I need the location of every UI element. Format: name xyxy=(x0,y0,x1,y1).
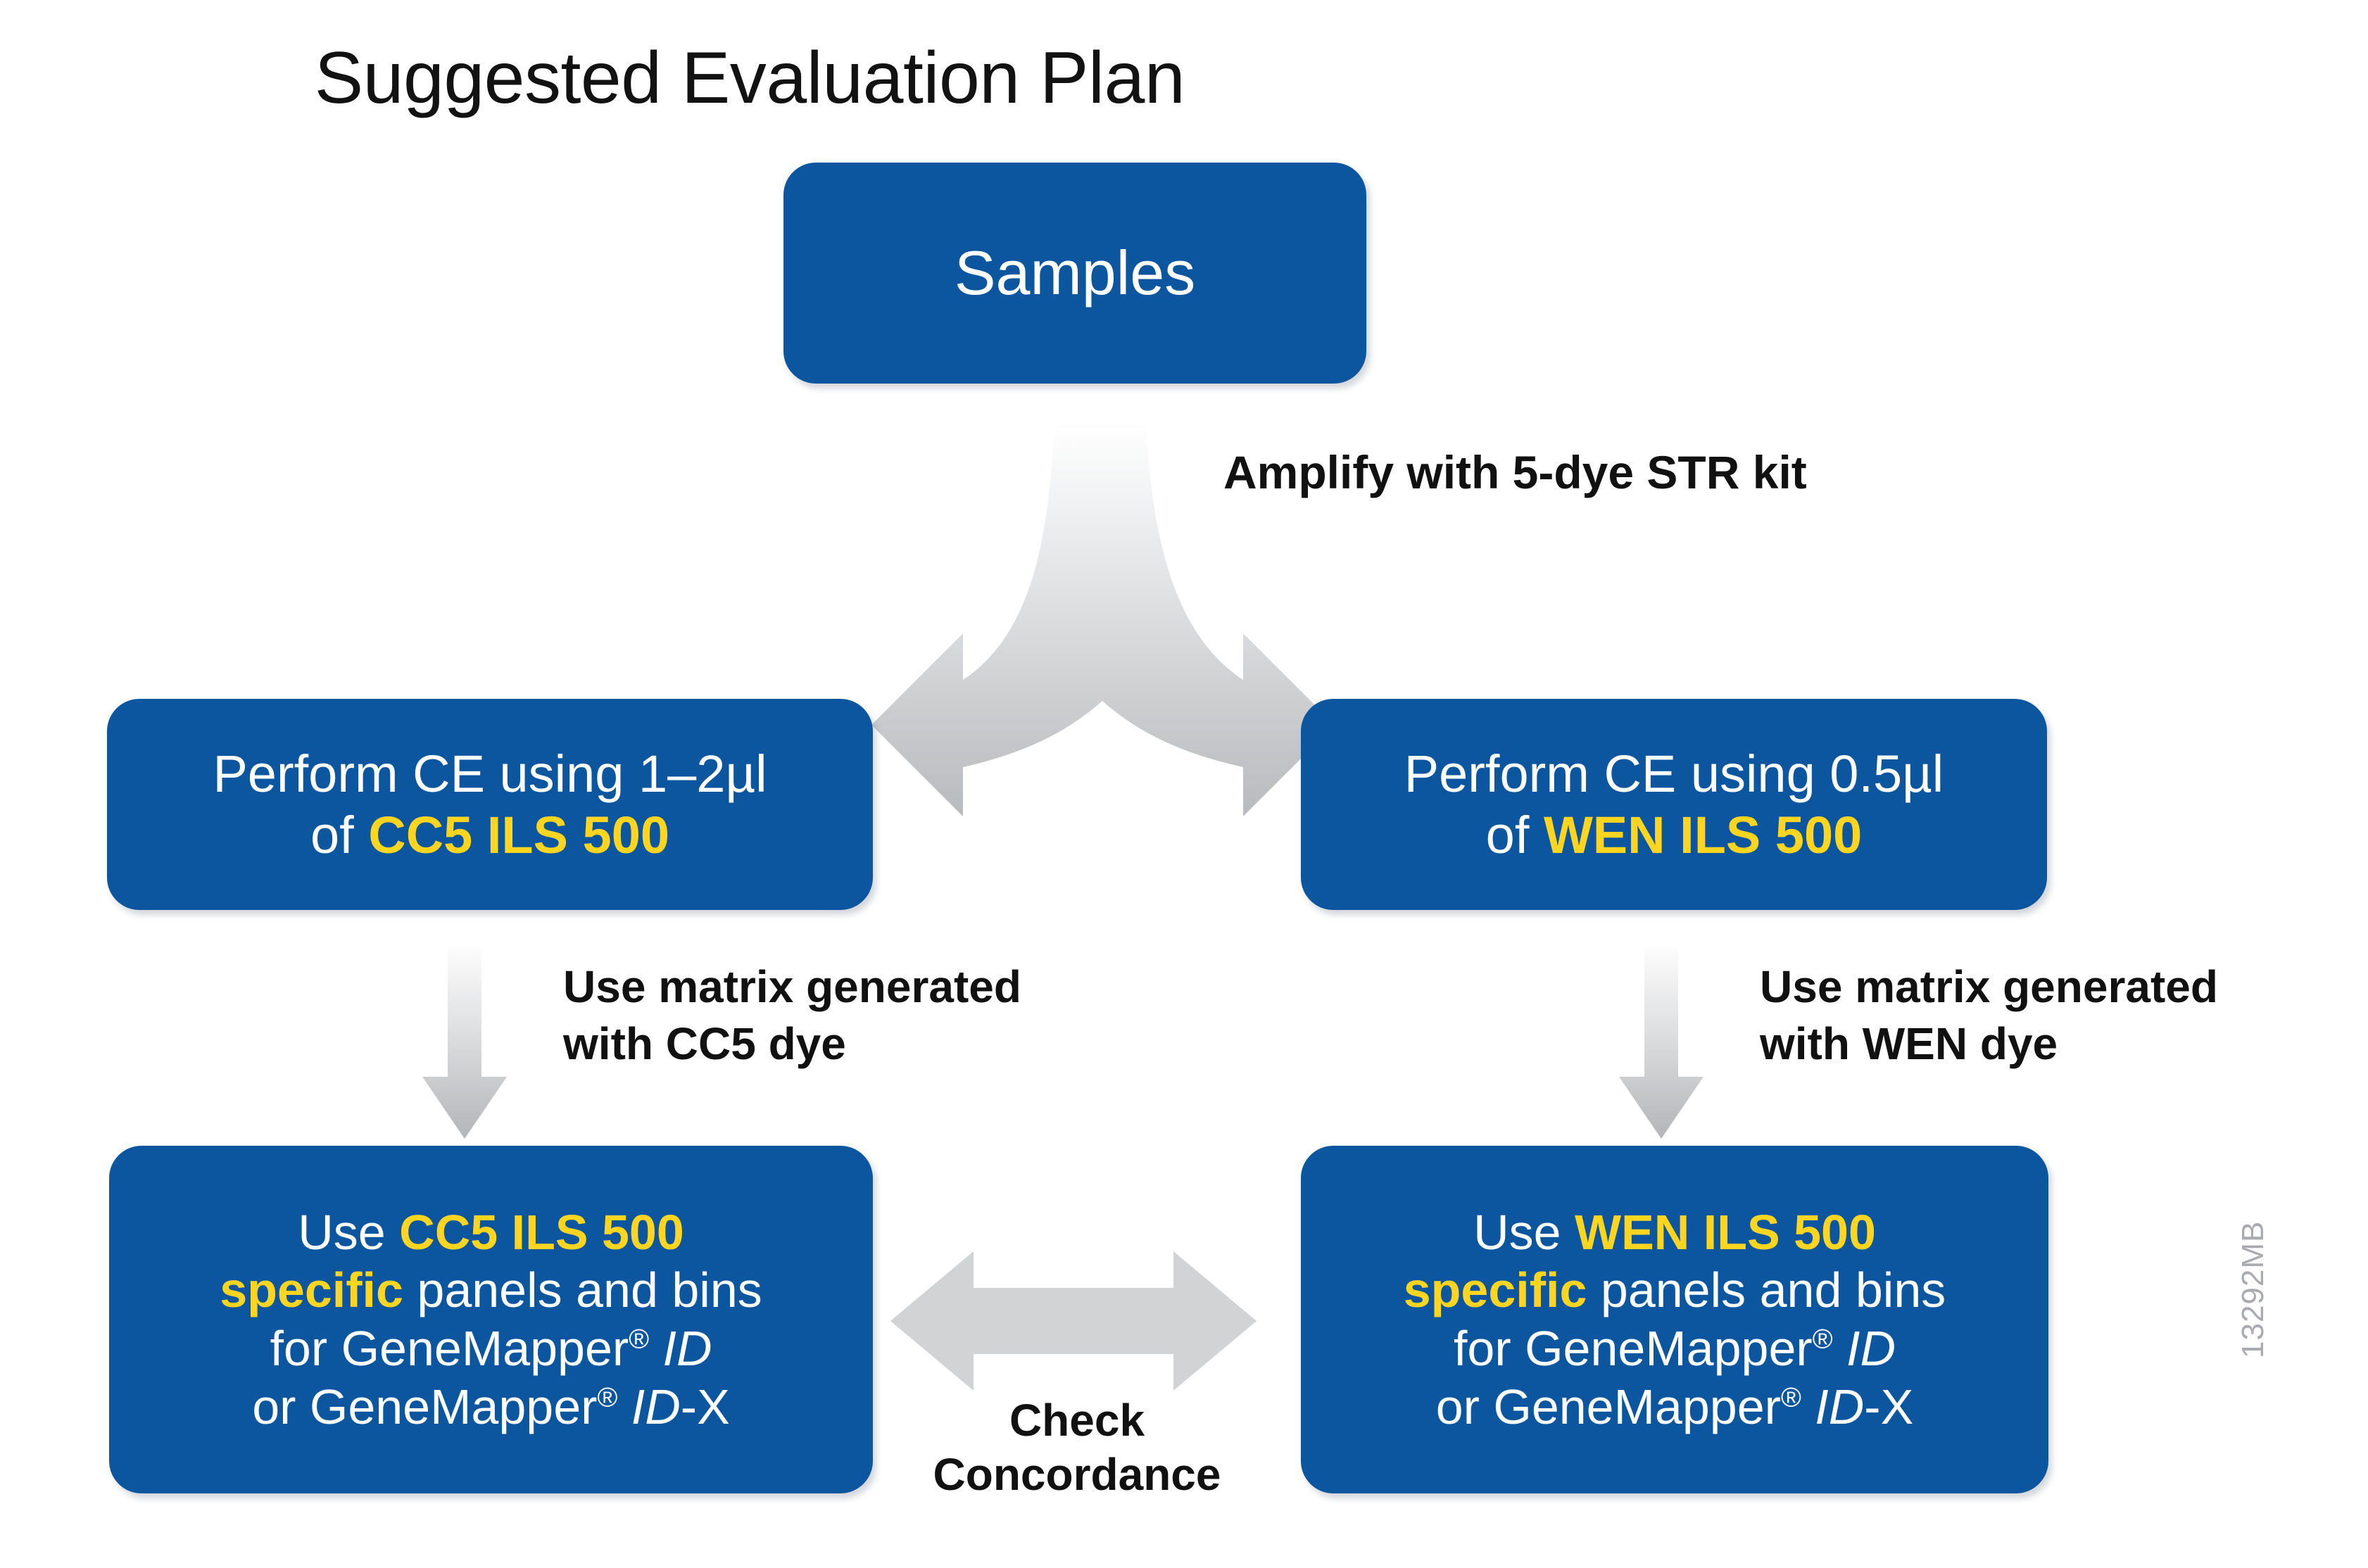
double-arrow-icon xyxy=(890,1251,1257,1391)
node-perform-ce-cc5-text: Perform CE using 1–2µl of CC5 ILS 500 xyxy=(107,743,873,866)
node-perform-ce-cc5[interactable]: Perform CE using 1–2µl of CC5 ILS 500 xyxy=(107,699,873,910)
panels-left-line3: for GeneMapper xyxy=(270,1321,629,1376)
registered-mark-icon: ® xyxy=(597,1382,618,1413)
edge-label-matrix-cc5: Use matrix generated with CC5 dye xyxy=(563,961,1021,1069)
panels-left-line4-italic: ID xyxy=(631,1379,681,1434)
panels-left-line4-suffix: -X xyxy=(680,1379,730,1434)
panels-left-line4: or GeneMapper xyxy=(252,1379,598,1434)
panels-right-line4-italic: ID xyxy=(1815,1379,1865,1434)
node-panels-wen[interactable]: Use WEN ILS 500 specific panels and bins… xyxy=(1301,1146,2048,1493)
panels-left-line1-highlight: CC5 ILS 500 xyxy=(399,1204,684,1260)
panels-right-line1-prefix: Use xyxy=(1473,1204,1575,1260)
panels-left-line2-suffix: panels and bins xyxy=(403,1263,762,1318)
node-perform-ce-wen-text: Perform CE using 0.5µl of WEN ILS 500 xyxy=(1301,743,2047,866)
split-arrow-icon xyxy=(871,422,1335,816)
node-samples[interactable]: Samples xyxy=(783,163,1366,384)
node-panels-wen-text: Use WEN ILS 500 specific panels and bins… xyxy=(1301,1203,2048,1436)
panels-right-line2-highlight: specific xyxy=(1403,1263,1587,1318)
registered-mark-icon: ® xyxy=(1812,1324,1833,1355)
ce-right-line2-prefix: of xyxy=(1485,806,1544,864)
registered-mark-icon: ® xyxy=(629,1324,650,1355)
panels-right-line3: for GeneMapper xyxy=(1453,1321,1813,1376)
edge-label-amplify: Amplify with 5-dye STR kit xyxy=(1223,446,1807,498)
edge-label-matrix-wen: Use matrix generated with WEN dye xyxy=(1760,961,2218,1069)
arrow-down-left-icon xyxy=(422,949,507,1139)
panels-left-line3-italic: ID xyxy=(662,1321,712,1376)
ce-left-line2-prefix: of xyxy=(310,806,369,864)
registered-mark-icon: ® xyxy=(1780,1382,1801,1413)
node-panels-cc5-text: Use CC5 ILS 500 specific panels and bins… xyxy=(109,1203,873,1436)
panels-left-line2-highlight: specific xyxy=(220,1263,403,1318)
panels-left-line1-prefix: Use xyxy=(298,1204,400,1260)
ce-left-line2-highlight: CC5 ILS 500 xyxy=(368,806,670,864)
document-code: 13292MB xyxy=(2236,1220,2270,1358)
arrow-down-right-icon xyxy=(1619,949,1703,1139)
ce-left-line1: Perform CE using 1–2µl xyxy=(213,744,767,803)
edge-label-concordance: Check Concordance xyxy=(933,1395,1221,1500)
panels-right-line3-italic: ID xyxy=(1846,1321,1896,1376)
panels-right-line2-suffix: panels and bins xyxy=(1587,1263,1946,1318)
ce-right-line2-highlight: WEN ILS 500 xyxy=(1543,806,1863,864)
node-panels-cc5[interactable]: Use CC5 ILS 500 specific panels and bins… xyxy=(109,1146,873,1493)
ce-right-line1: Perform CE using 0.5µl xyxy=(1404,744,1944,803)
panels-right-line1-highlight: WEN ILS 500 xyxy=(1575,1204,1876,1260)
node-perform-ce-wen[interactable]: Perform CE using 0.5µl of WEN ILS 500 xyxy=(1301,699,2047,910)
page-title: Suggested Evaluation Plan xyxy=(314,37,1185,119)
panels-right-line4-suffix: -X xyxy=(1864,1379,1914,1434)
panels-right-line4: or GeneMapper xyxy=(1435,1379,1781,1434)
node-samples-label: Samples xyxy=(954,238,1196,308)
